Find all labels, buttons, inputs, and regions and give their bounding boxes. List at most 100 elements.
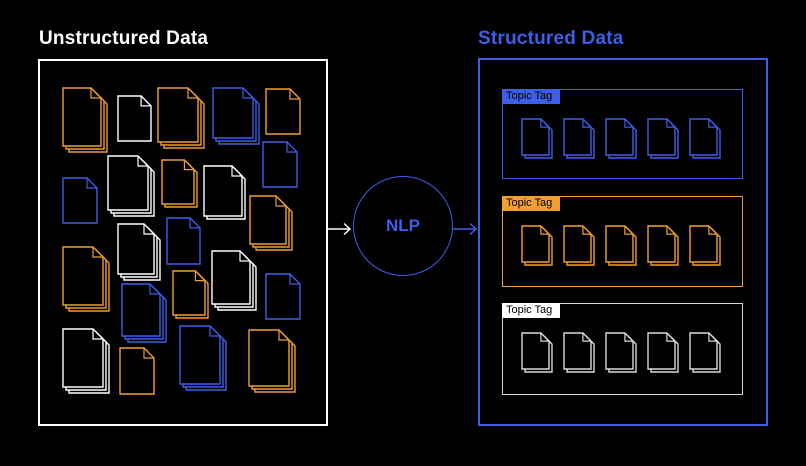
- document-sheet: [107, 155, 149, 211]
- document-stack-icon: [62, 246, 110, 312]
- document-fold: [289, 89, 300, 100]
- document-fold: [708, 226, 717, 235]
- document-stack-icon: [689, 118, 721, 159]
- topic-tag-label: Topic Tag: [502, 303, 561, 318]
- topic-group-orange: Topic Tag: [502, 196, 743, 287]
- document-stack-icon: [647, 332, 679, 373]
- document-fold: [582, 119, 591, 128]
- document-icon: [262, 141, 298, 188]
- document-stack-icon: [647, 118, 679, 159]
- document-stack-icon: [117, 223, 161, 281]
- document-fold: [666, 226, 675, 235]
- document-stack-icon: [521, 118, 553, 159]
- arrow-right-icon: [453, 222, 478, 236]
- unstructured-data-title: Unstructured Data: [39, 28, 209, 49]
- document-sheet: [172, 270, 206, 316]
- document-sheet: [203, 165, 243, 217]
- document-sheet: [265, 88, 301, 135]
- document-fold: [666, 333, 675, 342]
- document-fold: [90, 88, 101, 99]
- document-fold: [540, 119, 549, 128]
- document-fold: [582, 333, 591, 342]
- document-fold: [149, 284, 160, 295]
- document-fold: [143, 348, 154, 359]
- document-sheet: [62, 177, 98, 224]
- document-fold: [189, 218, 200, 229]
- document-sheet: [62, 246, 104, 306]
- document-sheet: [119, 347, 155, 395]
- document-sheet: [563, 118, 592, 156]
- document-fold: [540, 333, 549, 342]
- document-sheet: [605, 225, 634, 263]
- document-stack-icon: [605, 118, 637, 159]
- document-stack-icon: [157, 87, 205, 149]
- document-sheet: [605, 118, 634, 156]
- topic-tag-label: Topic Tag: [502, 196, 561, 211]
- document-sheet: [647, 118, 676, 156]
- document-sheet: [117, 95, 152, 142]
- document-sheet: [265, 273, 301, 320]
- structured-data-title: Structured Data: [478, 28, 624, 49]
- document-icon: [119, 347, 155, 395]
- document-sheet: [647, 225, 676, 263]
- document-fold: [582, 226, 591, 235]
- document-stack-icon: [605, 332, 637, 373]
- document-sheet: [212, 87, 254, 139]
- document-stack-icon: [521, 332, 553, 373]
- document-sheet: [689, 225, 718, 263]
- topic-group-blue: Topic Tag: [502, 89, 743, 179]
- document-sheet: [179, 325, 221, 385]
- document-stack-icon: [62, 87, 108, 153]
- arrow-head: [343, 222, 352, 236]
- document-sheet: [166, 217, 201, 265]
- document-fold: [540, 226, 549, 235]
- topic-tag-label: Topic Tag: [502, 89, 561, 104]
- document-fold: [242, 88, 253, 99]
- document-sheet: [563, 332, 592, 370]
- document-fold: [286, 142, 297, 153]
- nlp-process-node: NLP: [353, 176, 453, 276]
- document-sheet: [62, 328, 104, 388]
- document-icon: [117, 95, 152, 142]
- document-fold: [140, 96, 151, 107]
- document-fold: [209, 326, 220, 337]
- document-stack-icon: [179, 325, 227, 391]
- document-stack-icon: [563, 332, 595, 373]
- document-stack-icon: [107, 155, 155, 217]
- document-sheet: [689, 118, 718, 156]
- document-sheet: [249, 195, 287, 245]
- document-icon: [265, 273, 301, 320]
- document-stack-icon: [605, 225, 637, 266]
- document-sheet: [521, 118, 550, 156]
- document-stack-icon: [249, 195, 293, 251]
- document-sheet: [689, 332, 718, 370]
- document-stack-icon: [203, 165, 246, 220]
- document-sheet: [211, 250, 251, 305]
- arrow-head: [469, 222, 478, 236]
- document-fold: [187, 88, 198, 99]
- structured-data-panel: [478, 58, 768, 426]
- topic-group-white: Topic Tag: [502, 303, 743, 395]
- document-fold: [666, 119, 675, 128]
- document-fold: [289, 274, 300, 285]
- document-sheet: [647, 332, 676, 370]
- document-stack-icon: [211, 250, 257, 311]
- document-icon: [166, 217, 201, 265]
- document-fold: [86, 178, 97, 189]
- document-stack-icon: [62, 328, 110, 394]
- unstructured-data-panel: [38, 59, 328, 426]
- document-sheet: [62, 87, 102, 147]
- document-icon: [62, 177, 98, 224]
- document-stack-icon: [161, 159, 198, 208]
- document-fold: [231, 166, 242, 177]
- document-fold: [92, 247, 103, 258]
- document-fold: [624, 333, 633, 342]
- document-sheet: [161, 159, 195, 205]
- document-sheet: [157, 87, 199, 143]
- document-fold: [183, 160, 194, 171]
- document-fold: [137, 156, 148, 167]
- document-stack-icon: [689, 225, 721, 266]
- document-fold: [275, 196, 286, 207]
- document-stack-icon: [121, 283, 167, 343]
- document-fold: [92, 329, 103, 340]
